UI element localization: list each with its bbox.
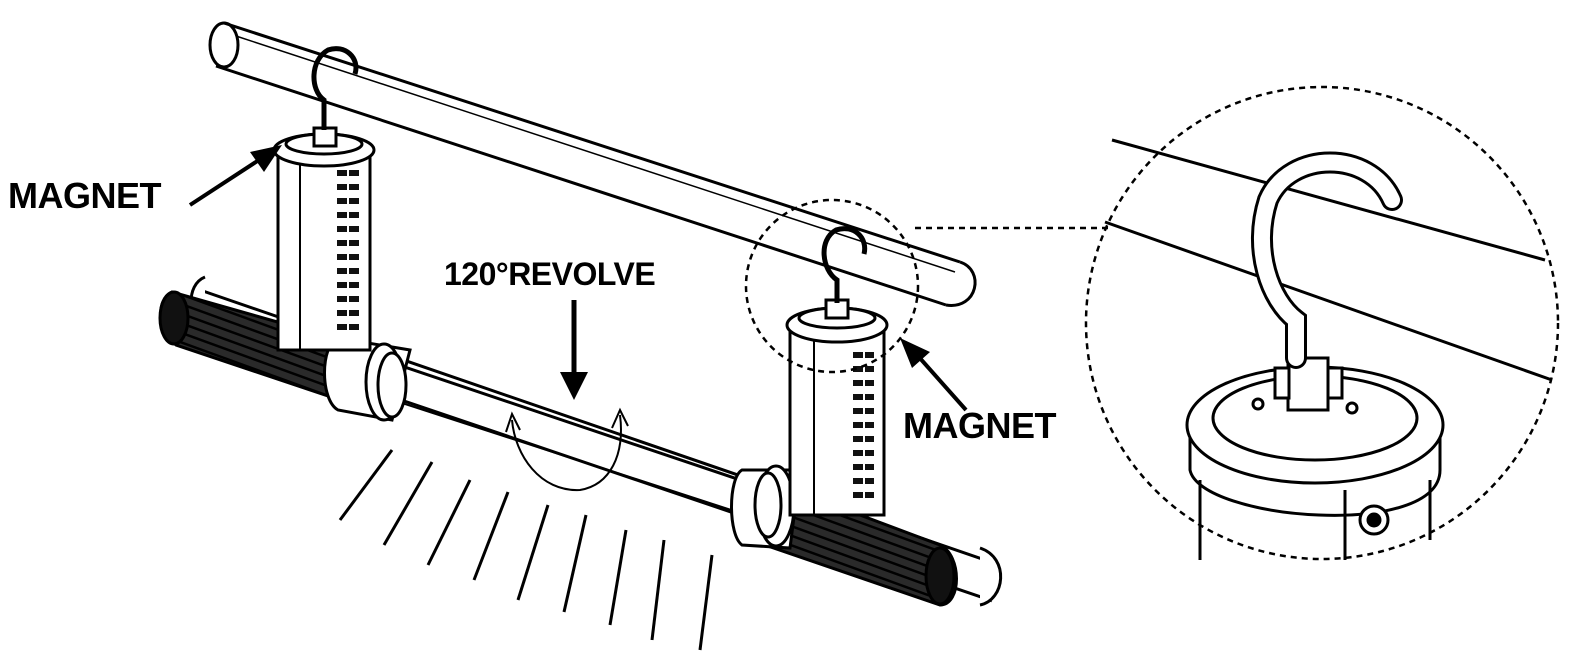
rotation-arrow <box>505 407 629 492</box>
right-coupling-sleeve <box>730 464 802 550</box>
overhead-support-bar <box>208 21 977 307</box>
right-magnet-holder <box>785 226 889 517</box>
magnet-left-arrow <box>188 145 282 207</box>
revolve-pointer-arrow <box>560 300 588 400</box>
detail-callout <box>744 85 1560 561</box>
magnet-label-right: MAGNET <box>903 405 1057 446</box>
magnet-label-left: MAGNET <box>8 175 162 216</box>
light-rays <box>338 449 714 651</box>
revolve-label: 120°REVOLVE <box>444 256 656 292</box>
magnet-right-arrow <box>900 338 968 412</box>
left-magnet-holder <box>272 46 376 352</box>
magnified-hook-detail <box>1104 138 1553 560</box>
